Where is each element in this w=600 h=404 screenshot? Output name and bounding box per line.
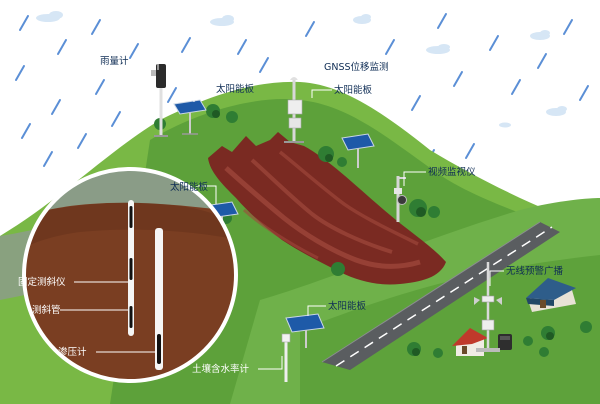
label-gnss: GNSS位移监测 <box>324 61 389 73</box>
label-video: 视频监视仪 <box>428 166 476 178</box>
label-solar-panel-left: 太阳能板 <box>170 181 209 193</box>
equipment-cabinet <box>498 334 512 350</box>
label-solar-panel-gnss: 太阳能板 <box>334 84 373 96</box>
label-fixed-inclinometer: 固定测斜仪 <box>18 276 66 288</box>
label-solar-panel-bottom: 太阳能板 <box>328 300 367 312</box>
label-inclinometer-tube: 测斜管 <box>32 304 61 316</box>
label-soil-moisture: 土壤含水率计 <box>192 363 250 375</box>
label-solar-panel-top: 太阳能板 <box>216 83 255 95</box>
label-broadcast: 无线预警广播 <box>506 265 564 277</box>
label-piezometer: 渗压计 <box>58 346 87 358</box>
label-rain-gauge: 雨量计 <box>100 55 129 67</box>
